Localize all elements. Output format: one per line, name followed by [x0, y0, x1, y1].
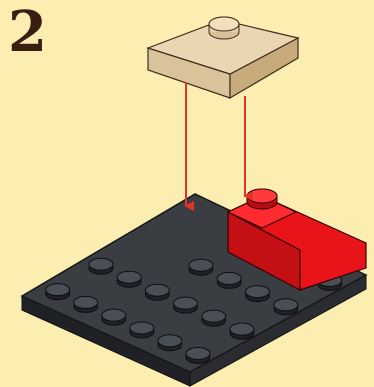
- placement-arrows: [186, 82, 245, 206]
- tan-slope-brick: [148, 17, 298, 98]
